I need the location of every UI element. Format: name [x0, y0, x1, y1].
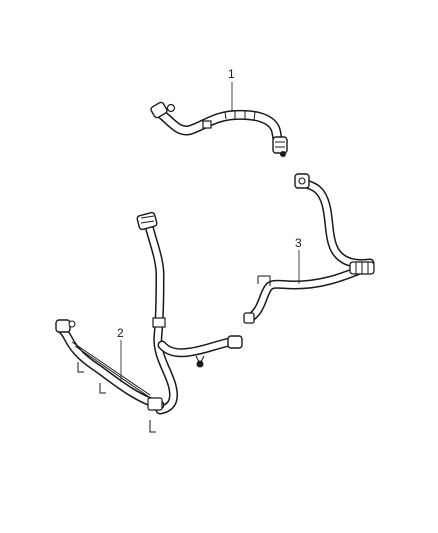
clip: [202, 120, 212, 129]
callout-part-1: 1: [228, 67, 235, 81]
connector-left: [55, 319, 76, 333]
hose-part-2: [55, 211, 243, 433]
connector-end-left: [150, 101, 176, 119]
hose-part-1: [150, 101, 288, 157]
callout-part-2: 2: [117, 326, 124, 340]
connector-top: [294, 173, 310, 189]
connector-branch: [195, 335, 243, 368]
bracket: [99, 383, 106, 394]
hose-part-3: [243, 173, 375, 324]
clip: [152, 317, 166, 328]
connector-top: [136, 211, 158, 231]
callout-part-3: 3: [295, 236, 302, 250]
connector-right: [349, 261, 375, 275]
bracket: [77, 362, 84, 373]
bracket: [257, 275, 271, 286]
bracket: [149, 420, 156, 433]
connector-end-right: [272, 136, 288, 157]
connector-bottom: [243, 312, 255, 324]
